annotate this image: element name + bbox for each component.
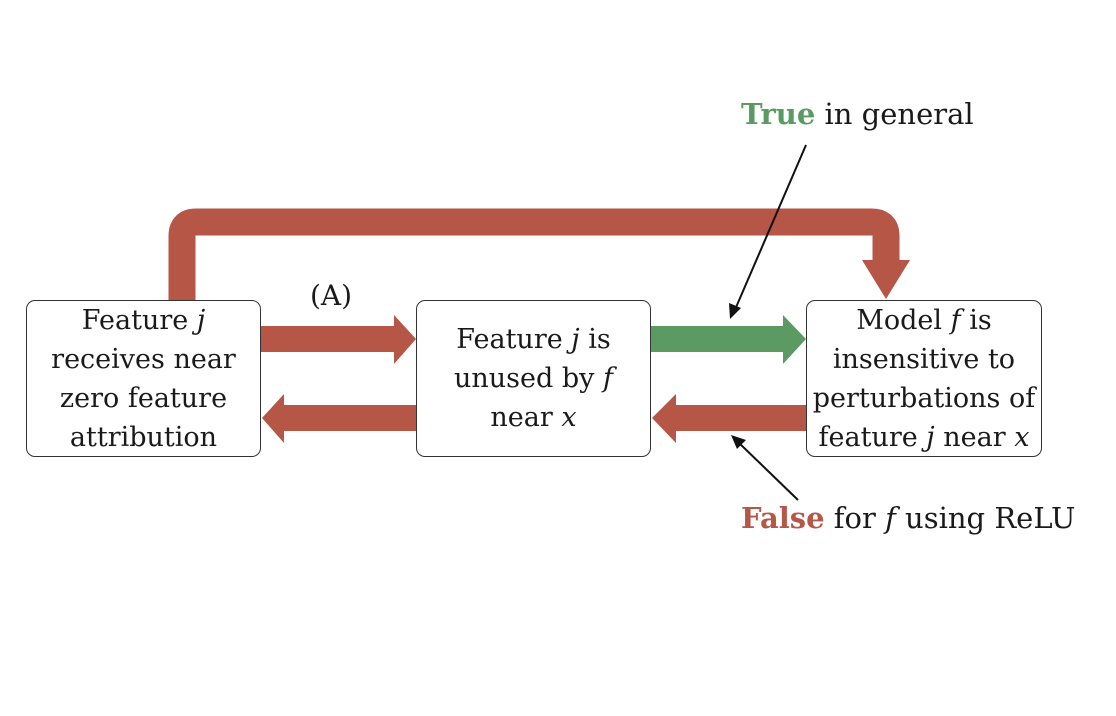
- box-c-line2: insensitive to: [832, 343, 1016, 375]
- box-model-insensitive-text: Model f is insensitive to perturbations …: [813, 301, 1036, 457]
- box-feature-unused: Feature j is unused by f near x: [416, 300, 651, 457]
- label-false-rest: using ReLU: [895, 501, 1076, 535]
- box-b-line1-post: is: [579, 324, 611, 355]
- arrow-a-body: [260, 326, 396, 352]
- label-true-rest: in general: [815, 97, 974, 131]
- arrow-false-head: [652, 394, 676, 443]
- box-feature-unused-text: Feature j is unused by f near x: [454, 320, 613, 437]
- box-feature-attribution-text: Feature j receives near zero feature att…: [51, 301, 236, 457]
- box-a-line1-var: j: [196, 304, 206, 336]
- arrow-unused-to-attribution-body: [282, 405, 416, 431]
- false-pointer-line: [737, 441, 799, 501]
- arrow-a-head: [394, 315, 416, 364]
- box-b-line1-pre: Feature: [456, 324, 572, 355]
- box-a-line3: zero feature: [59, 382, 228, 414]
- box-c-line4-var2: x: [1014, 421, 1030, 453]
- label-false-var: f: [885, 501, 896, 535]
- box-c-line4-pre: feature: [818, 421, 927, 453]
- box-a-line4: attribution: [69, 421, 218, 453]
- box-a-line1-pre: Feature: [81, 304, 197, 336]
- arrow-true-body: [651, 326, 785, 352]
- box-b-line2-var: f: [603, 363, 613, 394]
- box-b-line3-pre: near: [490, 402, 562, 433]
- arrow-true-head: [783, 315, 806, 364]
- box-c-line3: perturbations of: [812, 382, 1036, 414]
- box-c-line1-var: f: [950, 304, 961, 336]
- arrow-unused-to-attribution-head: [262, 394, 284, 443]
- label-a: (A): [310, 279, 353, 312]
- box-c-line1-post: is: [960, 304, 992, 336]
- label-false-word: False: [741, 501, 825, 535]
- false-pointer-head: [731, 435, 746, 449]
- top-loop-arrowhead: [862, 260, 910, 299]
- box-a-line2: receives near: [51, 343, 236, 375]
- box-c-line4-mid: near: [934, 421, 1015, 453]
- arrow-false-body: [674, 405, 807, 431]
- box-model-insensitive: Model f is insensitive to perturbations …: [806, 300, 1042, 457]
- label-false-for-relu: False for f using ReLU: [741, 501, 1075, 535]
- true-pointer-line: [733, 144, 807, 313]
- top-loop-arrow-body: [168, 208, 900, 300]
- box-c-line1-pre: Model: [856, 304, 951, 336]
- box-b-line3-var: x: [561, 402, 577, 433]
- box-c-line4-var: j: [926, 421, 935, 453]
- box-b-line1-var: j: [571, 324, 580, 355]
- label-false-mid: for: [824, 501, 886, 535]
- box-b-line2-pre: unused by: [454, 363, 603, 394]
- label-true-in-general: True in general: [741, 97, 974, 131]
- true-pointer-head: [729, 303, 741, 319]
- label-true-word: True: [741, 97, 816, 131]
- box-feature-attribution: Feature j receives near zero feature att…: [26, 300, 261, 457]
